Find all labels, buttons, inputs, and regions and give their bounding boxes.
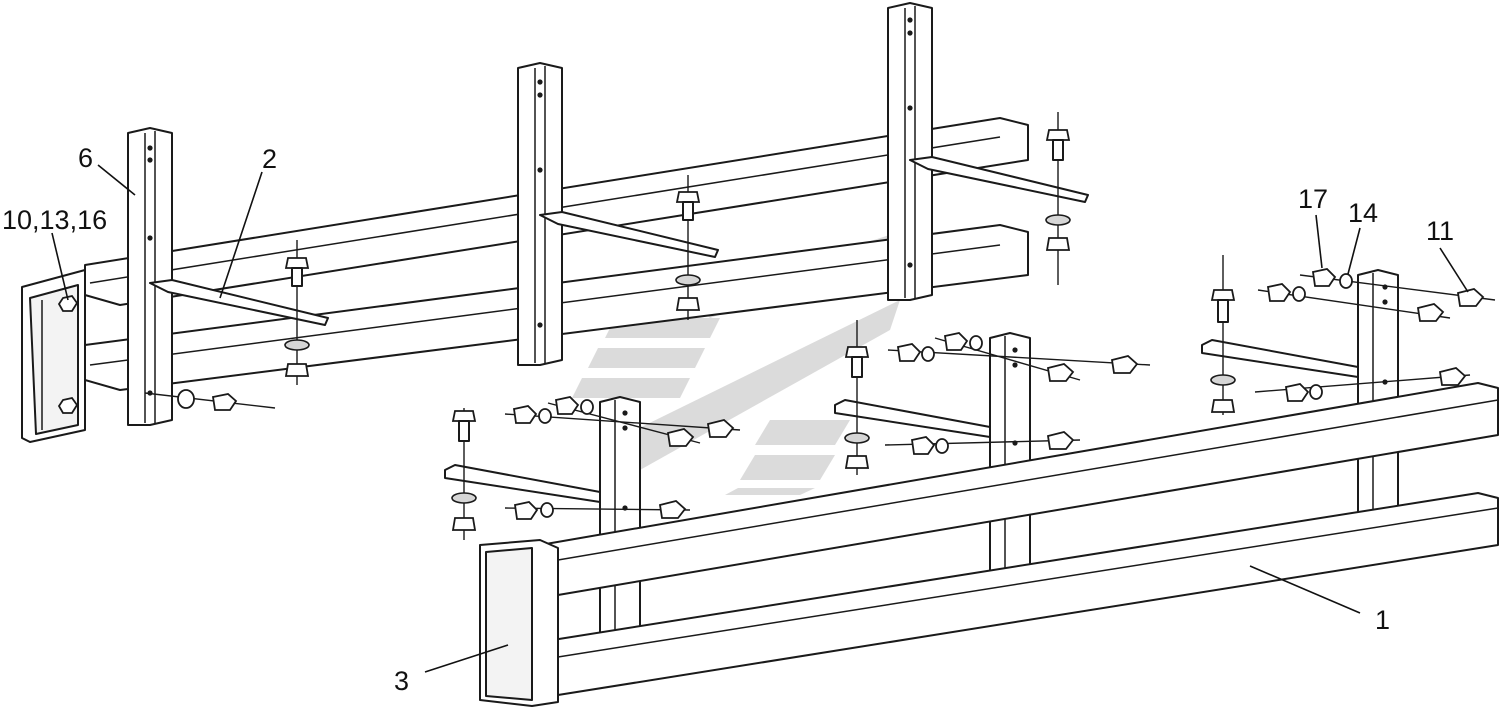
rear-bracket-middle [539,211,719,258]
rear-cap-bolt-bottom [57,396,79,414]
rear-bolt-stack-middle [675,175,701,320]
leader-2 [219,171,263,299]
rear-post-left [127,127,173,426]
leader-17 [1315,214,1323,269]
front-post-right [1357,269,1399,516]
part-17-nut [1311,268,1337,287]
callout-3: 3 [394,666,410,696]
leader-6 [97,164,136,196]
front-bolt-stack-left [451,408,477,540]
front-rail-assembly [444,255,1499,707]
callout-2: 2 [262,144,278,174]
leader-14 [1347,227,1361,275]
callout-6: 6 [78,143,94,173]
rear-bolt-stack-left [284,240,310,385]
front-side-bolts-right [1254,268,1496,402]
part-11-bolt [1456,288,1485,307]
front-bolt-stack-right [1210,255,1236,415]
rear-rail-assembly [21,2,1089,443]
front-post-middle [989,332,1031,581]
front-post-left [599,396,641,646]
callout-1: 1 [1375,605,1391,635]
leader-1 [1249,565,1361,614]
rear-cap-bolt-top [57,294,79,312]
front-side-bolts-left [504,396,741,520]
rear-bolt-stack-right [1045,112,1071,285]
rear-bracket-right [909,156,1089,203]
rear-bracket-left [149,279,329,326]
part-14-washer [1339,273,1353,289]
leader-lines [51,164,1469,673]
front-side-bolts-middle [884,332,1151,455]
leader-11 [1439,247,1469,293]
front-bracket-middle [834,399,991,438]
callout-17: 17 [1298,184,1329,214]
rear-post-right [887,2,933,301]
front-bolt-stack-middle [844,320,870,475]
rear-side-bolt-left [144,389,276,411]
leader-10-13-16 [51,232,69,301]
leader-3 [424,644,509,673]
front-bracket-left [444,464,601,503]
front-bracket-right [1201,339,1359,378]
callout-11: 11 [1426,216,1455,246]
callout-10-13-16: 10,13,16 [2,205,108,235]
callout-14: 14 [1348,198,1379,228]
